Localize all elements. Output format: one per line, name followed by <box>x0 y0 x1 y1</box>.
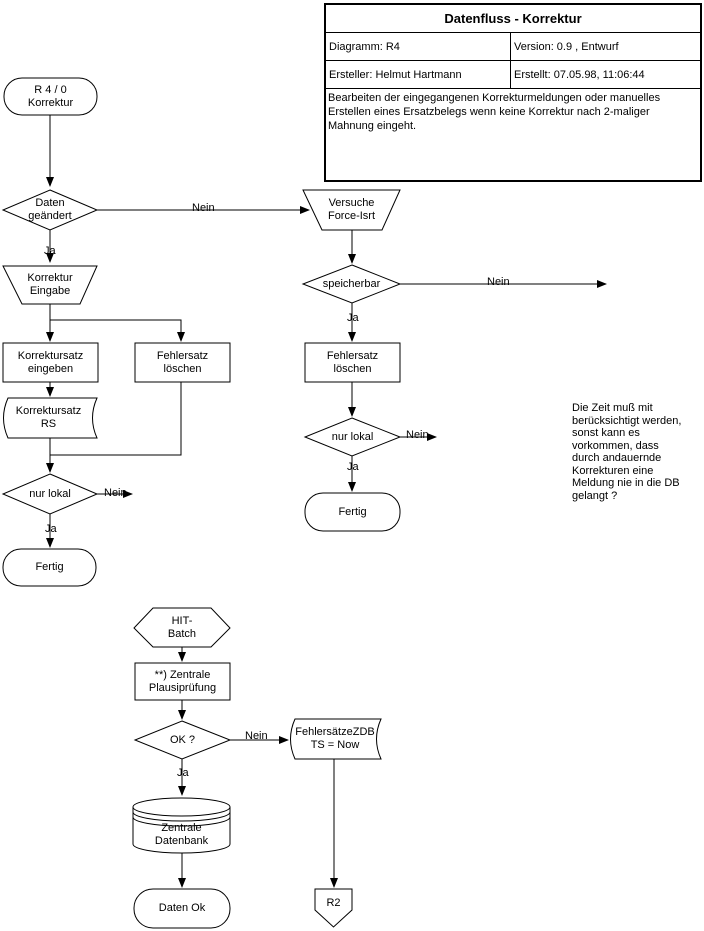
fehlersaetze-zdb-stored-data <box>290 718 382 760</box>
edge-label-nein-5: Nein <box>245 730 268 742</box>
versuche-force-trapezoid <box>302 189 401 231</box>
daten-ok-terminator <box>133 888 231 929</box>
fehlersatz-loeschen-links-box <box>134 342 231 383</box>
title-block: Datenfluss - Korrektur Diagramm: R4 Vers… <box>324 3 702 182</box>
diagram-description: Bearbeiten der eingegangenen Korrekturme… <box>328 92 661 132</box>
title-block-row-1: Diagramm: R4 Version: 0.9 , Entwurf <box>326 33 700 61</box>
korrektursatz-eingeben-box <box>2 342 99 383</box>
time-consideration-note: Die Zeit muß mit berücksichtigt werden, … <box>572 402 682 502</box>
ok-diamond <box>133 720 232 760</box>
start-node-shape <box>3 77 98 116</box>
hit-batch-hexagon <box>133 607 231 648</box>
r2-offpage-connector <box>314 888 353 928</box>
edge-fehlersatz-links-join <box>50 382 182 456</box>
plausipruefung-box <box>134 662 231 701</box>
zentrale-datenbank-cylinder-top <box>132 797 231 817</box>
nur-lokal-rechts-diamond <box>303 417 402 457</box>
diagram-created: Erstellt: 07.05.98, 11:06:44 <box>514 68 645 81</box>
daten-geaendert-diamond <box>1 189 99 231</box>
fehlersatz-loeschen-rechts-box <box>304 342 401 383</box>
edge-label-ja-4: Ja <box>347 461 359 473</box>
zentrale-datenbank-cylinder-body <box>132 807 231 854</box>
edge-label-nein-1: Nein <box>192 202 215 214</box>
edge-label-ja-5: Ja <box>177 767 189 779</box>
zentrale-datenbank-disk-line-2 <box>132 816 231 827</box>
title-block-row-2: Ersteller: Helmut Hartmann Erstellt: 07.… <box>326 61 700 89</box>
diagram-author: Ersteller: Helmut Hartmann <box>326 61 511 88</box>
edge-label-nein-3: Nein <box>487 276 510 288</box>
diagram-version: Version: 0.9 , Entwurf <box>514 40 619 53</box>
edge-label-ja-2: Ja <box>45 523 57 535</box>
diagram-title: Datenfluss - Korrektur <box>326 5 700 33</box>
fertig-rechts-terminator <box>304 492 401 532</box>
korrektur-eingabe-trapezoid <box>2 265 98 305</box>
speicherbar-diamond <box>301 264 402 304</box>
edge-to-fehlersatz-loeschen-links <box>50 319 185 342</box>
edge-label-nein-2: Nein <box>104 487 127 499</box>
korrektursatz-rs-stored-data <box>3 397 98 439</box>
edge-label-ja-1: Ja <box>44 245 56 257</box>
fertig-links-terminator <box>2 548 97 587</box>
edge-label-nein-4: Nein <box>406 429 429 441</box>
edge-label-ja-3: Ja <box>347 312 359 324</box>
zentrale-datenbank-disk-line-1 <box>132 811 231 822</box>
nur-lokal-links-diamond <box>1 473 99 515</box>
diagram-id: Diagramm: R4 <box>326 33 511 60</box>
